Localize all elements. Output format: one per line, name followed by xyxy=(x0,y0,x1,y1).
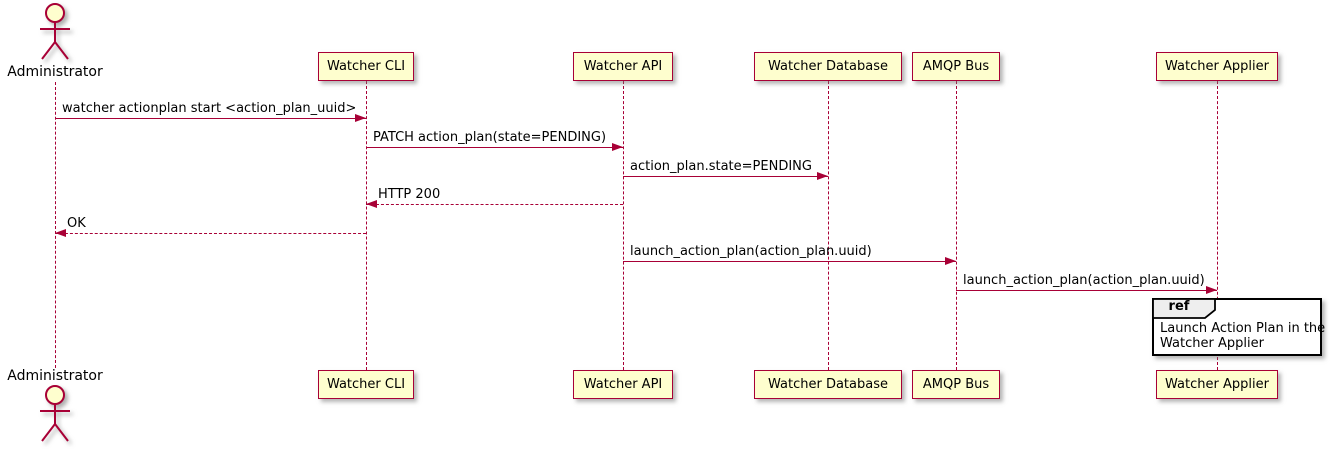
message-3-arrowhead-icon xyxy=(817,172,828,180)
message-1-label: watcher actionplan start <action_plan_uu… xyxy=(62,101,357,116)
lifeline-watcher-applier xyxy=(1217,81,1218,370)
actor-figure-top xyxy=(33,2,77,68)
message-7-line xyxy=(956,290,1217,291)
ref-text-line1: Launch Action Plan in the xyxy=(1160,321,1326,336)
participant-watcher-applier-bottom: Watcher Applier xyxy=(1156,370,1278,399)
message-6-label: launch_action_plan(action_plan.uuid) xyxy=(630,244,872,259)
ref-pentagon-icon xyxy=(1152,298,1216,319)
message-5-line xyxy=(55,233,366,234)
message-2-label: PATCH action_plan(state=PENDING) xyxy=(373,130,607,145)
lifeline-administrator xyxy=(55,82,56,368)
message-5-label: OK xyxy=(67,216,86,231)
actor-label-bottom: Administrator xyxy=(7,368,103,384)
message-4-label: HTTP 200 xyxy=(378,187,441,202)
ref-text: Launch Action Plan in the Watcher Applie… xyxy=(1160,321,1325,351)
stick-figure-icon xyxy=(40,3,70,60)
ref-keyword: ref xyxy=(1168,299,1190,314)
message-7-arrowhead-icon xyxy=(1206,286,1217,294)
participant-amqp-bus-top: AMQP Bus xyxy=(912,52,1000,81)
message-4-arrowhead-icon xyxy=(366,200,377,208)
participant-watcher-applier-top: Watcher Applier xyxy=(1156,52,1278,81)
message-6-line xyxy=(623,261,956,262)
message-4-line xyxy=(366,204,623,205)
participant-watcher-database-bottom: Watcher Database xyxy=(754,370,902,399)
participant-watcher-cli-bottom: Watcher CLI xyxy=(318,370,414,399)
ref-fragment: ref Launch Action Plan in the Watcher Ap… xyxy=(1152,298,1325,356)
participant-watcher-database-top: Watcher Database xyxy=(754,52,902,81)
participant-watcher-api-bottom: Watcher API xyxy=(573,370,673,399)
lifeline-watcher-api xyxy=(623,81,624,370)
ref-text-line2: Watcher Applier xyxy=(1160,336,1264,351)
message-1-line xyxy=(55,118,366,119)
participant-watcher-cli-top: Watcher CLI xyxy=(318,52,414,81)
participant-watcher-api-top: Watcher API xyxy=(573,52,673,81)
message-5-arrowhead-icon xyxy=(55,229,66,237)
ref-tab: ref xyxy=(1152,298,1218,324)
stick-figure-icon xyxy=(40,385,70,442)
message-6-arrowhead-icon xyxy=(945,257,956,265)
lifeline-watcher-database xyxy=(828,81,829,370)
message-1-arrowhead-icon xyxy=(355,114,366,122)
actor-label-top: Administrator xyxy=(7,64,103,80)
actor-figure-bottom xyxy=(33,384,77,450)
message-7-label: launch_action_plan(action_plan.uuid) xyxy=(963,273,1205,288)
lifeline-watcher-cli xyxy=(366,81,367,370)
message-3-label: action_plan.state=PENDING xyxy=(630,159,812,174)
lifeline-amqp-bus xyxy=(956,81,957,370)
message-2-line xyxy=(366,147,623,148)
message-2-arrowhead-icon xyxy=(612,143,623,151)
participant-amqp-bus-bottom: AMQP Bus xyxy=(912,370,1000,399)
message-3-line xyxy=(623,176,828,177)
